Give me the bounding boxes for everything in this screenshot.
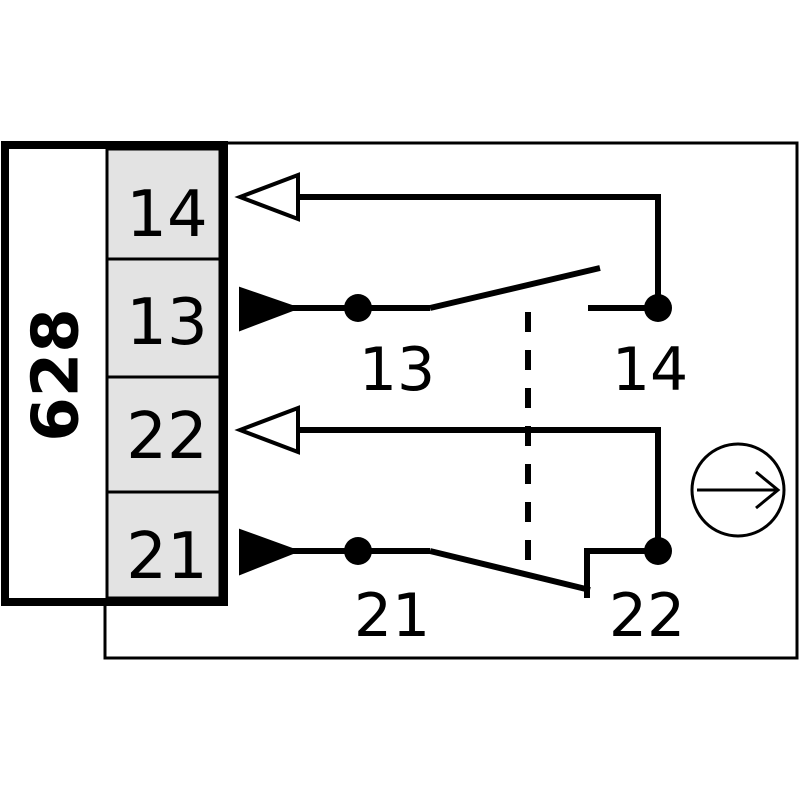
pin-label-21: 21 (354, 581, 430, 651)
terminal-label-22: 22 (126, 400, 207, 474)
terminal-cell-21 (105, 490, 222, 600)
terminal-label-13: 13 (126, 286, 207, 360)
pin-label-14: 14 (612, 335, 688, 405)
device-code-label: 628 (20, 308, 94, 442)
terminal-cell-13 (105, 257, 222, 379)
wiring (285, 194, 661, 598)
node-22 (644, 537, 672, 565)
terminal-cell-22 (105, 375, 222, 494)
input-arrow-21 (239, 528, 301, 576)
nc-contact-blade (429, 548, 591, 593)
wire-14 (298, 194, 661, 308)
nc-contact-fixed (584, 548, 658, 598)
terminal-label-14: 14 (126, 178, 207, 252)
pin-label-22: 22 (609, 581, 685, 651)
node-21 (344, 537, 372, 565)
wire-22 (298, 427, 661, 551)
pin-label-13: 13 (359, 335, 435, 405)
node-13 (344, 294, 372, 322)
positive-opening-icon (690, 442, 786, 538)
input-arrow-13 (239, 286, 301, 332)
terminal-label-21: 21 (126, 520, 207, 594)
node-14 (644, 294, 672, 322)
no-contact-blade (429, 265, 601, 311)
output-arrow-22 (234, 405, 300, 455)
terminal-strip (105, 147, 222, 600)
output-arrow-14 (234, 172, 300, 222)
